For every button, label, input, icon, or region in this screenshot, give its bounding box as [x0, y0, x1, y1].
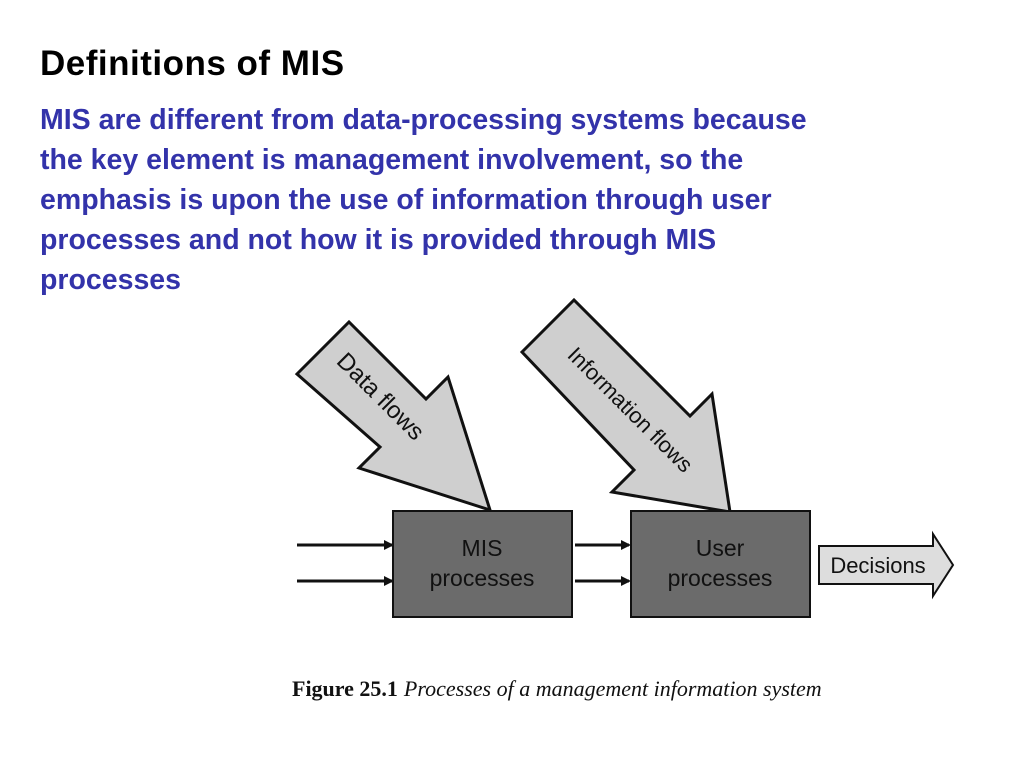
mis-processes-box: MIS processes: [392, 510, 573, 618]
decisions-label: Decisions: [830, 553, 925, 578]
figure-caption-text: Processes of a management information sy…: [403, 676, 822, 701]
mis-box-label: processes: [430, 565, 535, 591]
definition-line: MIS are different from data-processing s…: [40, 104, 807, 136]
information-flows-arrow: Information flows: [519, 297, 732, 514]
definition-paragraph: MIS are different from data-processing s…: [40, 100, 1000, 300]
definition-line: processes and not how it is provided thr…: [40, 224, 717, 256]
data-flows-arrow: Data flows: [294, 319, 493, 513]
definition-line: processes: [40, 264, 182, 296]
figure-number: Figure 25.1: [292, 676, 398, 701]
user-box-label: processes: [668, 565, 773, 591]
decisions-arrow: Decisions: [818, 530, 955, 600]
definition-line: the key element is management involvemen…: [40, 144, 744, 176]
mis-box-label: MIS: [462, 535, 503, 561]
user-processes-box: User processes: [630, 510, 811, 618]
user-box-label: User: [696, 535, 745, 561]
page-title: Definitions of MIS: [40, 44, 345, 83]
definition-line: emphasis is upon the use of information …: [40, 184, 772, 216]
